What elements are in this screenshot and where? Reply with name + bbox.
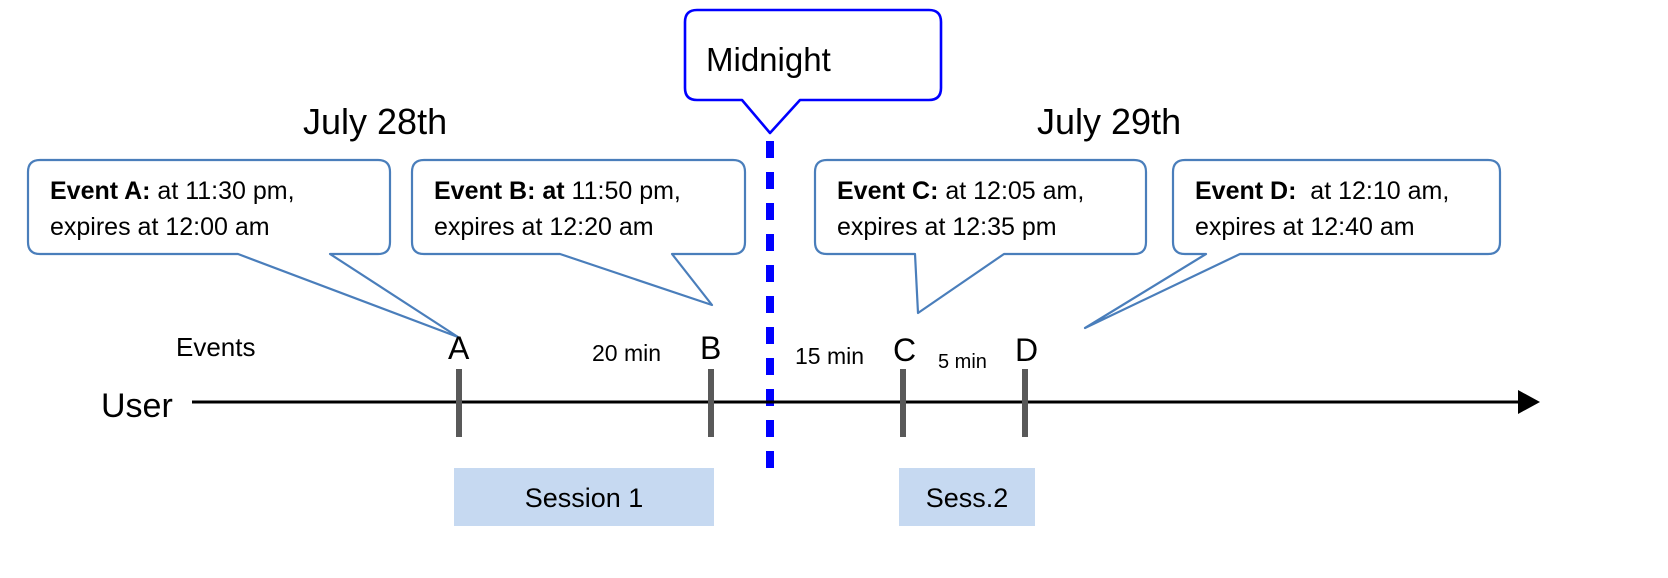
callout-c-line1: Event C: at 12:05 am, [837,177,1084,205]
session-2-label: Sess.2 [926,483,1009,513]
callout-b-lead: Event B: at [434,177,565,205]
callout-c-lead: Event C: [837,177,938,205]
callout-event-b: Event B: at 11:50 pm, expires at 12:20 a… [410,158,747,307]
callout-a-line1: Event A: at 11:30 pm, [50,177,295,205]
callout-d-rest: at 12:10 am, [1296,177,1449,205]
date-label-right: July 29th [1037,101,1181,142]
callout-d-line1: Event D: at 12:10 am, [1195,177,1449,205]
session-2-box [899,468,1035,526]
event-letter-c: C [893,332,916,368]
event-letter-a: A [448,330,470,366]
callout-a-lead: Event A: [50,177,150,205]
callout-d-lead: Event D: [1195,177,1296,205]
midnight-callout: Midnight [683,8,943,135]
session-1: Session 1 [454,468,714,526]
midnight-label: Midnight [706,41,831,78]
date-label-left: July 28th [303,101,447,142]
session-1-box [454,468,714,526]
callout-c-rest: at 12:05 am, [938,177,1084,205]
timeline-arrowhead [1518,390,1540,414]
events-row-label: Events [176,332,256,362]
callout-event-d: Event D: at 12:10 am, expires at 12:40 a… [1083,158,1502,330]
callout-b-shape [410,158,747,307]
event-letter-b: B [700,330,721,366]
callout-b-line2: expires at 12:20 am [434,213,654,241]
callout-d-shape [1083,158,1502,330]
interval-label-ab: 20 min [592,340,661,366]
callout-b-line1: Event B: at 11:50 pm, [434,177,681,205]
session-2: Sess.2 [899,468,1035,526]
callout-c-line2: expires at 12:35 pm [837,213,1057,241]
user-row-label: User [101,387,173,425]
interval-label-bc: 15 min [795,343,864,369]
callout-c-shape [813,158,1148,315]
event-letter-d: D [1015,332,1038,368]
interval-label-cd: 5 min [938,351,987,373]
callout-b-rest: 11:50 pm, [565,177,681,205]
callout-a-shape [26,158,460,339]
callout-event-c: Event C: at 12:05 am, expires at 12:35 p… [813,158,1148,315]
session-1-label: Session 1 [525,483,644,513]
callout-a-rest: at 11:30 pm, [150,177,294,205]
callout-event-a: Event A: at 11:30 pm, expires at 12:00 a… [26,158,460,339]
callout-d-line2: expires at 12:40 am [1195,213,1415,241]
callout-a-line2: expires at 12:00 am [50,213,270,241]
midnight-callout-shape [683,8,943,135]
